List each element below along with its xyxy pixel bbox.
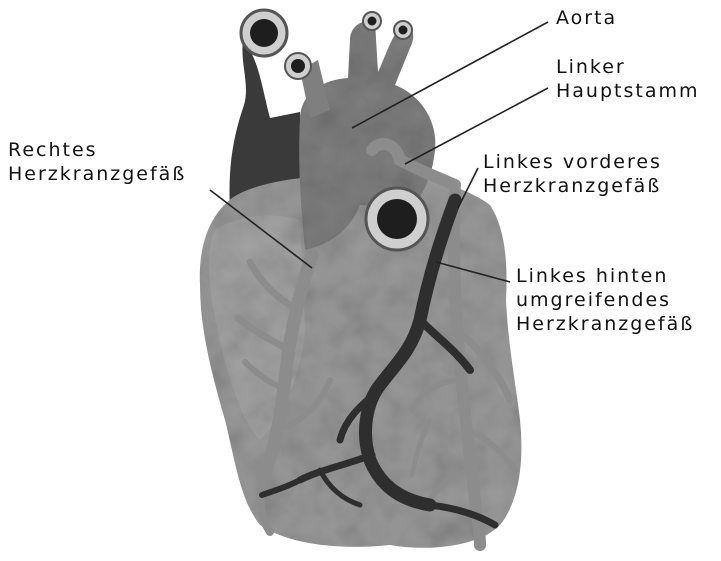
label-right-coronary-line-1: Rechtes — [8, 138, 186, 162]
label-right-coronary: Rechtes Herzkranzgefäß — [8, 138, 186, 186]
label-left-anterior-line-1: Linkes vorderes — [483, 150, 662, 174]
label-left-anterior-line-2: Herzkranzgefäß — [483, 174, 662, 198]
label-left-main: Linker Hauptstamm — [556, 55, 700, 103]
label-left-circumflex-line-1: Linkes hinten — [516, 264, 694, 288]
label-right-coronary-line-2: Herzkranzgefäß — [8, 162, 186, 186]
label-aorta: Aorta — [556, 6, 617, 30]
label-left-circumflex: Linkes hinten umgreifendes Herzkranzgefä… — [516, 264, 694, 336]
label-left-main-line-1: Linker — [556, 55, 700, 79]
label-left-circumflex-line-2: umgreifendes — [516, 288, 694, 312]
label-left-anterior: Linkes vorderes Herzkranzgefäß — [483, 150, 662, 198]
label-left-main-line-2: Hauptstamm — [556, 79, 700, 103]
label-left-circumflex-line-3: Herzkranzgefäß — [516, 312, 694, 336]
